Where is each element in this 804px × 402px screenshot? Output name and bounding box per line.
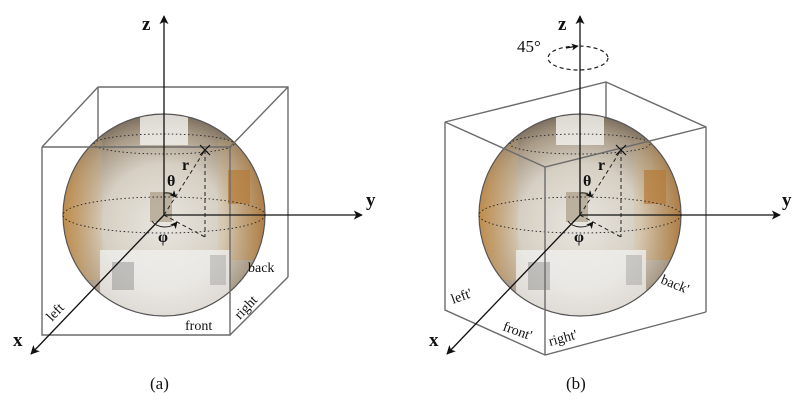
cube-front-b: [444, 121, 707, 356]
y-axis-label-b: y: [782, 190, 792, 211]
r-vector-a: [151, 144, 211, 238]
face-back-b: back': [659, 273, 691, 298]
r-vector-b: [567, 144, 627, 238]
caption-a: (a): [150, 374, 169, 393]
face-left-a: left: [44, 301, 68, 325]
panorama-texture-b: [479, 114, 681, 316]
z-axis-label-a: z: [142, 14, 151, 35]
z-axis-label-b: z: [558, 14, 567, 35]
rotation-indicator-b: [547, 43, 609, 71]
theta-label-a: θ: [167, 173, 175, 190]
face-front-b: front': [501, 320, 534, 344]
caption-b: (b): [566, 374, 586, 393]
theta-label-b: θ: [583, 173, 591, 190]
cube-front-a: [41, 86, 289, 336]
x-axis-label-a: x: [13, 330, 23, 351]
face-right-b: right': [547, 328, 579, 350]
panel-b: z y x 45° r θ φ left' front' right' back…: [429, 14, 792, 393]
face-back-a: back: [248, 261, 274, 276]
face-right-a: right: [232, 293, 261, 323]
y-axis-label-a: y: [366, 190, 376, 211]
face-left-b: left': [449, 286, 474, 307]
x-axis-b: [446, 214, 581, 355]
phi-label-a: φ: [158, 229, 168, 246]
panel-a: z y x r θ φ left front right back (a): [13, 14, 376, 393]
x-axis-label-b: x: [429, 330, 439, 351]
r-label-b: r: [598, 157, 605, 174]
phi-label-b: φ: [574, 229, 584, 246]
x-axis-a: [30, 214, 165, 355]
r-label-a: r: [182, 157, 189, 174]
face-front-a: front: [185, 319, 212, 334]
rotation-angle-label-b: 45°: [517, 37, 541, 56]
